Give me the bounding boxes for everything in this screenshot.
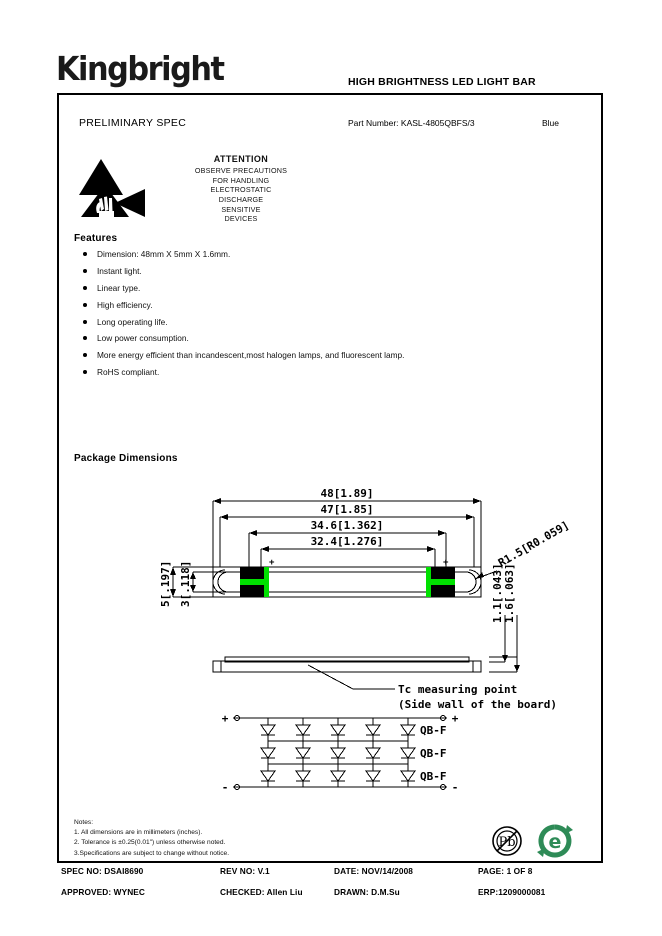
list-item: High efficiency. [81,300,561,309]
dim-corner-radius: R1.5[R0.059] [496,519,571,570]
footer-drawn: DRAWN: D.M.Su [334,887,400,897]
esd-line-5: SENSITIVE [221,204,261,214]
footer-page: PAGE: 1 OF 8 [478,866,533,876]
list-item: More energy efficient than incandescent,… [81,351,561,360]
list-item: Dimension: 48mm X 5mm X 1.6mm. [81,250,561,258]
kingbright-logo: Kingbright [56,49,225,88]
footer-checked: CHECKED: Allen Liu [220,887,303,897]
list-item: Long operating life. [81,317,561,326]
circuit-label-row-1: QB-F [420,724,447,737]
dim-overall-width: 5[.197] [159,561,172,607]
esd-line-4: DISCHARGE [218,194,264,204]
features-heading: Features [74,233,118,244]
note-item: 3.Specifications are subject to change w… [74,849,230,857]
dim-pad-span-outer: 34.6[1.362] [311,519,384,532]
note-item: 1. All dimensions are in millimeters (in… [74,829,203,837]
dim-pad-span-inner: 32.4[1.276] [311,535,384,548]
esd-line-6: DEVICES [224,214,258,224]
dim-inner-width: 3[.118] [179,561,192,607]
tc-callout-line-1: Tc measuring point [398,683,517,696]
eco-recycle-icon: e [537,824,573,858]
esd-line-2: FOR HANDLING [212,175,270,185]
esd-line-1: OBSERVE PRECAUTIONS [194,166,288,176]
esd-attention-heading: ATTENTION [213,154,269,164]
polarity-positive-right: + [452,712,459,725]
list-item: RoHS compliant. [81,368,561,377]
footer-spec-no: SPEC NO: DSAI8690 [61,866,144,876]
esd-line-3: ELECTROSTATIC [210,185,272,195]
pad-plus-left: + [269,558,275,568]
footer-block: SPEC NO: DSAI8690 REV NO: V.1 DATE: NOV/… [57,866,603,908]
footer-approved: APPROVED: WYNEC [61,887,146,897]
esd-warning-text: ATTENTION OBSERVE PRECAUTIONS FOR HANDLI… [157,153,325,224]
esd-warning-block: ATTENTION OBSERVE PRECAUTIONS FOR HANDLI… [75,153,325,233]
note-item: 2. Tolerance is ±0.25(0.01") unless othe… [74,839,226,847]
notes-heading: Notes: [74,819,94,826]
notes-block: Notes: 1. All dimensions are in millimet… [74,818,229,859]
document-title: HIGH BRIGHTNESS LED LIGHT BAR [348,76,536,88]
list-item: Linear type. [81,283,561,292]
polarity-negative-right: - [452,781,459,794]
esd-warning-icon [75,155,149,221]
part-number-label: Part Number: KASL-4805QBFS/3 [348,118,475,128]
datasheet-body-frame: PRELIMINARY SPEC Part Number: KASL-4805Q… [57,93,603,863]
preliminary-spec-label: PRELIMINARY SPEC [79,117,187,129]
footer-erp: ERP:1209000081 [478,887,546,897]
polarity-positive-left: + [222,712,229,725]
tc-callout-line-2: (Side wall of the board) [398,698,557,711]
polarity-negative-left: - [222,781,229,794]
pb-free-icon: Pb [492,826,522,856]
dim-total-height: 1.6[.063] [503,563,516,623]
pad-plus-right: + [443,558,449,568]
footer-rev-no: REV NO: V.1 [220,866,270,876]
package-dimensions-heading: Package Dimensions [74,453,178,464]
features-list: Dimension: 48mm X 5mm X 1.6mm. Instant l… [81,250,561,385]
dim-board-thickness: 1.1[.043] [491,563,504,623]
dim-overall-length: 48[1.89] [321,487,374,500]
list-item: Low power consumption. [81,334,561,343]
color-label: Blue [542,118,560,128]
list-item: Instant light. [81,267,561,275]
package-drawing: 48[1.89] 47[1.85] 34.6[1.362] 32.4[1.276… [65,475,599,815]
footer-row-1: SPEC NO: DSAI8690 REV NO: V.1 DATE: NOV/… [57,866,603,887]
svg-text:e: e [549,831,562,853]
circuit-label-row-3: QB-F [420,770,447,783]
certification-logos: Pb e [492,824,573,858]
dim-body-length: 47[1.85] [321,503,374,516]
footer-date: DATE: NOV/14/2008 [334,866,414,876]
circuit-label-row-2: QB-F [420,747,447,760]
footer-row-2: APPROVED: WYNEC CHECKED: Allen Liu DRAWN… [57,887,603,908]
